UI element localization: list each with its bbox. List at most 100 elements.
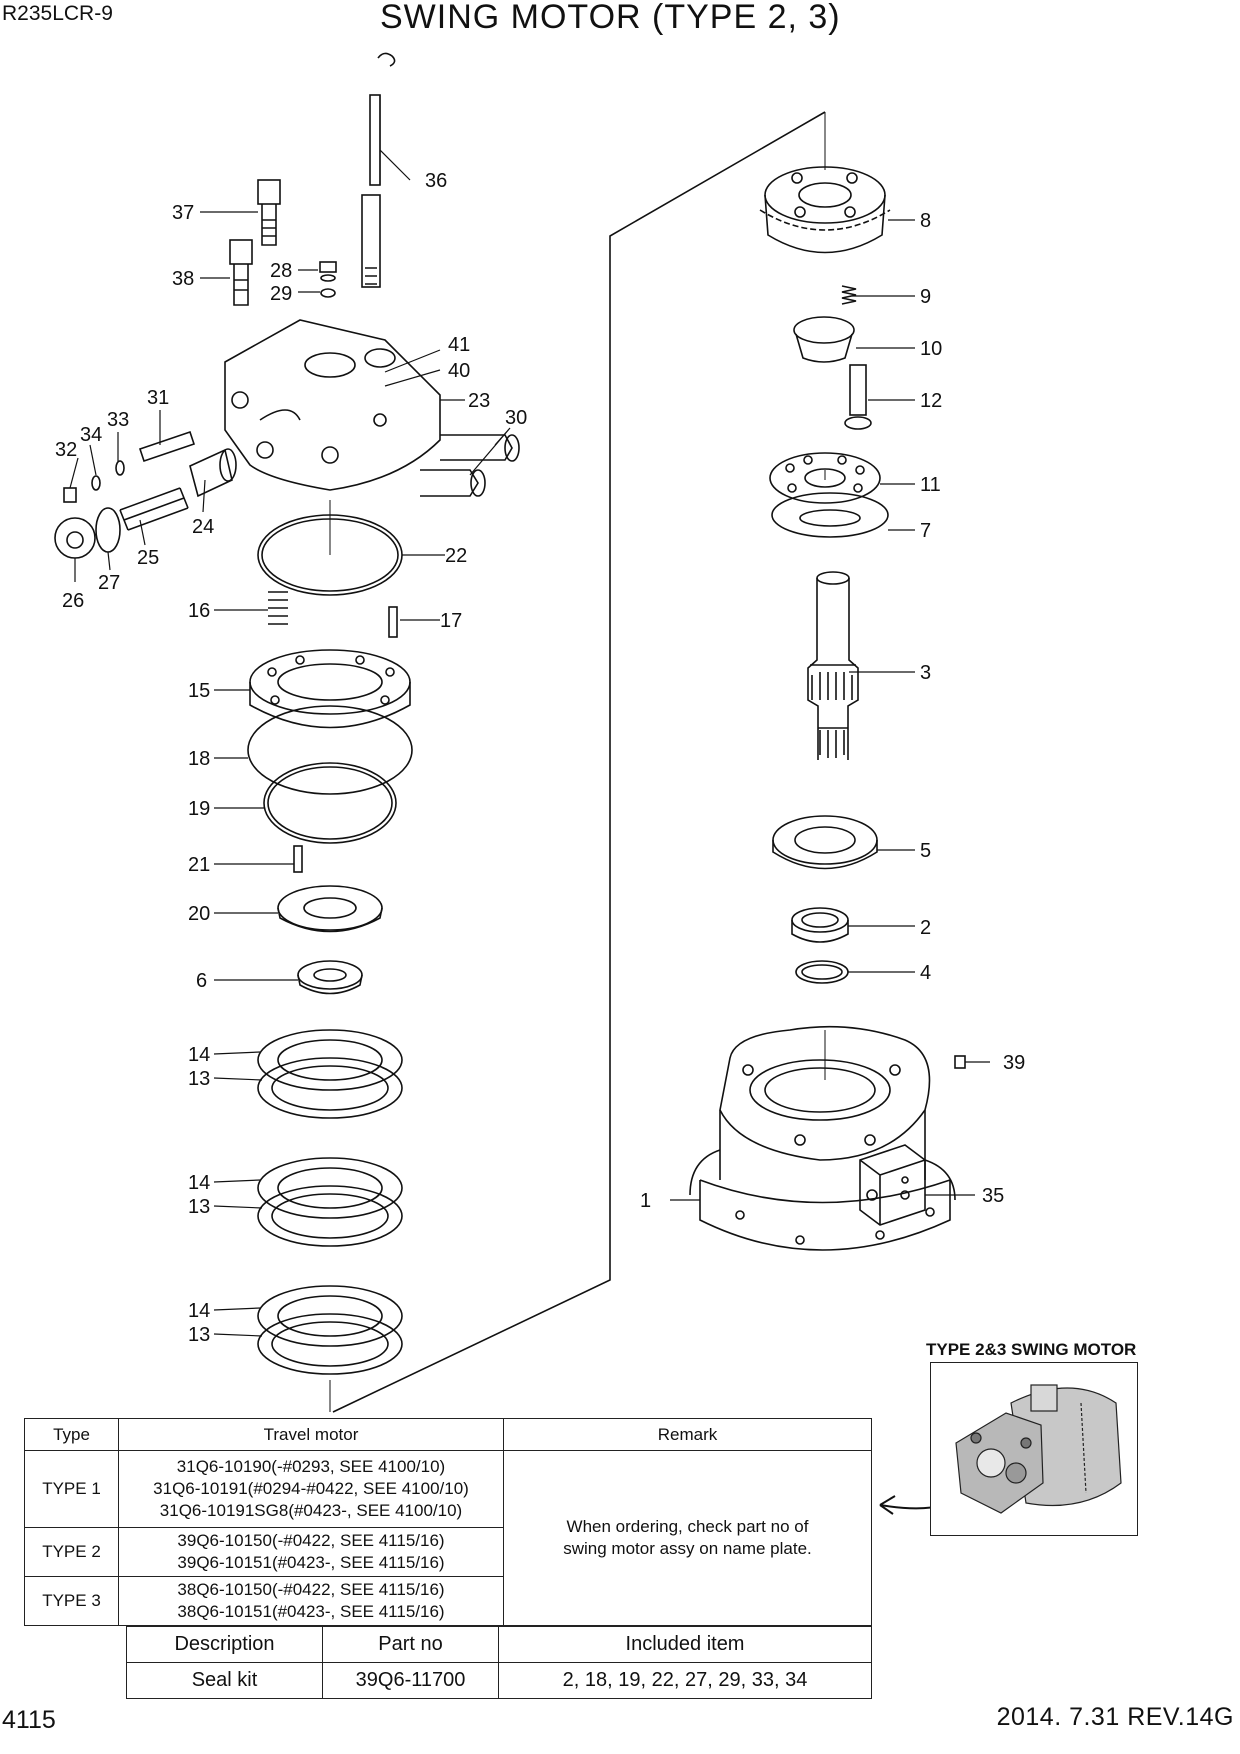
callout-32: 32 (55, 439, 77, 461)
callout-5: 5 (920, 840, 931, 862)
part-4-snap-ring (795, 960, 849, 984)
part-38-bolt (229, 239, 253, 306)
part-6-bearing (297, 960, 363, 995)
motor-part-no: 39Q6-10151(#0423-, SEE 4115/16) (177, 1553, 445, 1572)
callout-21: 21 (188, 854, 210, 876)
part-36-rod (361, 52, 396, 288)
motor-cell: 31Q6-10190(-#0293, SEE 4100/10) 31Q6-101… (118, 1450, 504, 1528)
part-39-plug (954, 1055, 966, 1069)
remark-line: When ordering, check part no of (566, 1517, 809, 1536)
page-title: SWING MOTOR (TYPE 2, 3) (380, 0, 841, 36)
part-35-valve-block (859, 1144, 926, 1226)
callout-10: 10 (920, 338, 942, 360)
part-9-spring (841, 285, 857, 305)
callout-33: 33 (107, 409, 129, 431)
callout-8: 8 (920, 210, 931, 232)
type-cell: TYPE 3 (24, 1576, 119, 1626)
type-cell: TYPE 2 (24, 1527, 119, 1577)
part-25-spring (119, 487, 189, 531)
callout-7: 7 (920, 520, 931, 542)
motor-part-no: 31Q6-10190(-#0293, SEE 4100/10) (176, 1457, 446, 1476)
part-no-cell: 39Q6-11700 (322, 1662, 499, 1699)
motor-part-no: 39Q6-10150(-#0422, SEE 4115/16) (177, 1531, 445, 1550)
part-37-bolt (257, 179, 281, 246)
part-32-plug (63, 487, 77, 503)
callout-22: 22 (445, 545, 467, 567)
callout-36: 36 (425, 170, 447, 192)
callout-3: 3 (920, 662, 931, 684)
part-34-oring (91, 475, 101, 491)
inset-photo-frame (930, 1362, 1138, 1536)
part-31-pin (138, 430, 196, 463)
page-number: 4115 (2, 1706, 56, 1734)
motor-part-no: 38Q6-10151(#0423-, SEE 4115/16) (177, 1602, 445, 1621)
header-part-no: Part no (322, 1626, 499, 1663)
callout-labels: 1 2 3 4 5 6 7 8 9 10 11 12 13 14 13 14 1… (55, 170, 1025, 1346)
type-table: Type Travel motor Remark TYPE 1 31Q6-101… (24, 1418, 872, 1626)
callout-23: 23 (468, 390, 490, 412)
part-17-pin (388, 606, 398, 638)
callout-13a: 13 (188, 1068, 210, 1090)
part-15-plate (249, 649, 411, 729)
callout-34: 34 (80, 424, 102, 446)
part-33-oring (115, 460, 125, 476)
model-code: R235LCR-9 (2, 2, 113, 25)
callout-2: 2 (920, 917, 931, 939)
part-1-housing (689, 1025, 956, 1251)
callout-31: 31 (147, 387, 169, 409)
part-12-pin (844, 364, 872, 430)
callout-14c: 14 (188, 1300, 210, 1322)
motor-part-no: 38Q6-10150(-#0422, SEE 4115/16) (177, 1580, 445, 1599)
part-19-oring (263, 762, 397, 844)
part-10-cup (793, 316, 855, 363)
callout-6: 6 (196, 970, 207, 992)
part-29-oring (320, 288, 336, 298)
part-8-gear (759, 166, 891, 254)
callout-13b: 13 (188, 1196, 210, 1218)
part-28-plug (319, 261, 337, 282)
part-3-shaft (807, 571, 859, 760)
header-description: Description (126, 1626, 323, 1663)
callout-14a: 14 (188, 1044, 210, 1066)
part-11-plate (769, 452, 881, 504)
included-items-cell: 2, 18, 19, 22, 27, 29, 33, 34 (498, 1662, 872, 1699)
remark-line: swing motor assy on name plate. (563, 1539, 812, 1558)
callout-15: 15 (188, 680, 210, 702)
friction-plates-set-2 (257, 1157, 403, 1247)
revision-date: 2014. 7.31 REV.14G (996, 1703, 1234, 1731)
header-included-item: Included item (498, 1626, 872, 1663)
part-24-sleeve (189, 448, 237, 498)
motor-cell: 38Q6-10150(-#0422, SEE 4115/16) 38Q6-101… (118, 1576, 504, 1626)
divider-line (332, 111, 826, 1413)
part-23-valve-body (224, 319, 441, 491)
seal-kit-table: Description Part no Included item Seal k… (126, 1626, 872, 1699)
part-27-oring (95, 507, 121, 553)
callout-18: 18 (188, 748, 210, 770)
remark-cell: When ordering, check part no of swing mo… (503, 1450, 872, 1626)
callout-13c: 13 (188, 1324, 210, 1346)
part-16-spring (268, 591, 288, 625)
callout-30: 30 (505, 407, 527, 429)
motor-assembly-image (955, 1384, 1122, 1514)
part-26-cap (54, 517, 96, 559)
callout-37: 37 (172, 202, 194, 224)
callout-12: 12 (920, 390, 942, 412)
description-cell: Seal kit (126, 1662, 323, 1699)
callout-40: 40 (448, 360, 470, 382)
callout-29: 29 (270, 283, 292, 305)
callout-20: 20 (188, 903, 210, 925)
motor-part-no: 31Q6-10191(#0294-#0422, SEE 4100/10) (153, 1479, 469, 1498)
part-5-bearing (772, 815, 878, 870)
callout-41: 41 (448, 334, 470, 356)
callout-11: 11 (920, 474, 941, 496)
header-travel-motor: Travel motor (118, 1418, 504, 1451)
part-7-plate (771, 492, 889, 538)
callout-1: 1 (640, 1190, 651, 1212)
callout-9: 9 (920, 286, 931, 308)
motor-part-no: 31Q6-10191SG8(#0423-, SEE 4100/10) (159, 1501, 463, 1520)
header-type: Type (24, 1418, 119, 1451)
type-cell: TYPE 1 (24, 1450, 119, 1528)
header-remark: Remark (503, 1418, 872, 1451)
part-20-plate (277, 885, 383, 933)
